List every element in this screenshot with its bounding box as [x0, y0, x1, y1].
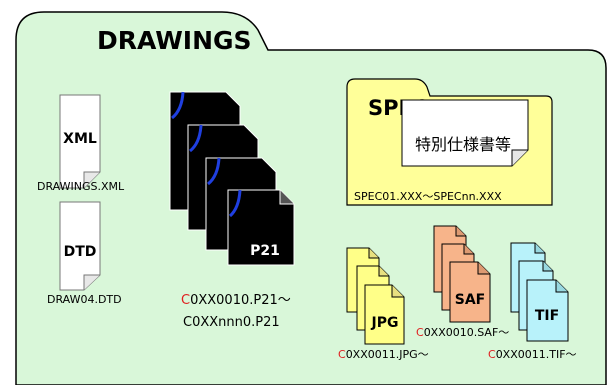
- tif-icon-label: TIF: [535, 308, 559, 324]
- tif-file-stack[interactable]: TIF: [510, 242, 569, 342]
- spec-doc-text: 特別仕様書等: [415, 135, 511, 154]
- folder-title: DRAWINGS: [97, 26, 252, 55]
- xml-file-icon[interactable]: XML: [59, 94, 101, 189]
- spec-folder[interactable]: SPEC 特別仕様書等 SPEC01.XXX～SPECnn.XXX: [346, 78, 553, 206]
- tif-range-rest: 0XX0011.TIF～: [496, 348, 577, 361]
- xml-filename: DRAWINGS.XML: [37, 180, 125, 193]
- p21-range-line-2: C0XXnnn0.P21: [183, 315, 280, 330]
- jpg-file-stack[interactable]: JPG: [346, 247, 405, 345]
- p21-range-rest-1: 0XX0010.P21～: [190, 293, 291, 308]
- p21-range-line-1: C0XX0010.P21～: [181, 293, 291, 308]
- tif-range-prefix: C: [488, 348, 496, 361]
- dtd-file-icon[interactable]: DTD: [59, 201, 101, 291]
- dtd-filename: DRAW04.DTD: [47, 293, 122, 306]
- p21-sheet: [227, 189, 295, 266]
- xml-icon-label: XML: [63, 131, 97, 147]
- saf-range-rest: 0XX0010.SAF～: [424, 326, 510, 339]
- p21-range-prefix-1: C: [181, 293, 190, 308]
- spec-document-icon: [401, 99, 529, 167]
- jpg-range-prefix: C: [338, 348, 346, 361]
- spec-range: SPEC01.XXX～SPECnn.XXX: [354, 190, 502, 203]
- saf-file-stack[interactable]: SAF: [433, 225, 491, 323]
- tif-range: C0XX0011.TIF～: [488, 348, 577, 361]
- saf-icon-label: SAF: [455, 292, 485, 308]
- jpg-range: C0XX0011.JPG～: [338, 348, 429, 361]
- jpg-range-rest: 0XX0011.JPG～: [346, 348, 429, 361]
- p21-icon-label: P21: [250, 243, 280, 259]
- saf-range: C0XX0010.SAF～: [416, 326, 509, 339]
- jpg-icon-label: JPG: [371, 315, 399, 331]
- dtd-icon-label: DTD: [64, 244, 97, 260]
- saf-range-prefix: C: [416, 326, 424, 339]
- p21-file-stack[interactable]: P21: [169, 91, 295, 266]
